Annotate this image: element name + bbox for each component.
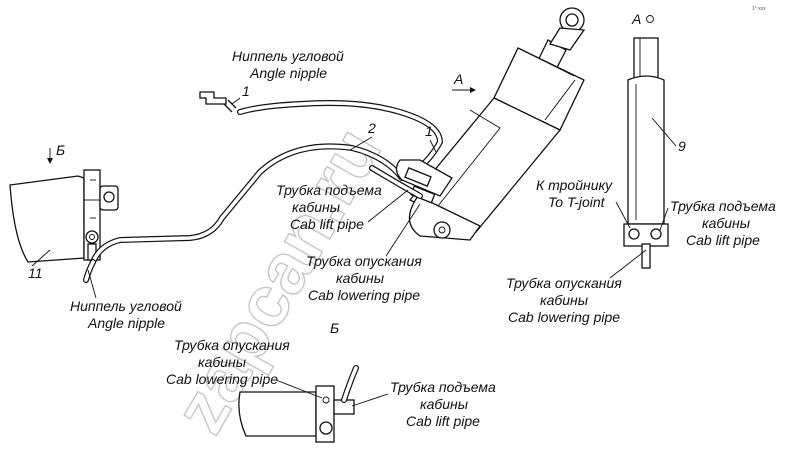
callout-nipple-top: 1 [242, 83, 250, 99]
callout-pipe: 2 [367, 120, 376, 136]
cylinder-9 [623, 37, 669, 269]
label-lowering-pipe-b-ru1: Трубка опускания [174, 337, 290, 353]
label-lowering-pipe-b-ru2: кабины [198, 354, 247, 370]
corner-mark: 1° xxx [752, 6, 766, 12]
label-lowering-pipe-main-en: Cab lowering pipe [308, 287, 420, 303]
pipe-2 [83, 143, 405, 283]
pump-detail-b [238, 365, 359, 443]
view-b-detail-label: Б [330, 320, 339, 336]
label-lowering-pipe-a-ru2: кабины [540, 292, 589, 308]
label-lift-pipe-b-ru1: Трубка подъема [390, 379, 496, 395]
label-t-joint-ru: К тройнику [536, 177, 613, 193]
label-angle-nipple-top-ru: Ниппель угловой [232, 48, 344, 64]
callout-cylinder-nipple: 1 [425, 123, 433, 139]
callout-cylinder-a: 9 [678, 138, 686, 154]
label-lift-pipe-b-en: Cab lift pipe [406, 413, 480, 429]
label-lift-pipe-main-en: Cab lift pipe [290, 216, 364, 232]
label-lift-pipe-a-en: Cab lift pipe [686, 232, 760, 248]
label-lowering-pipe-main-ru2: кабины [336, 270, 385, 286]
view-a-detail-label: A [631, 11, 641, 27]
angle-nipple-top [199, 91, 237, 113]
label-lowering-pipe-b-en: Cab lowering pipe [166, 371, 278, 387]
pipe-cylinder-lower [369, 165, 423, 199]
pump-unit [9, 169, 119, 263]
view-a-label: A [453, 71, 463, 87]
label-angle-nipple-top-en: Angle nipple [249, 65, 327, 81]
label-lift-pipe-main-ru1: Трубка подъема [276, 182, 382, 198]
callout-pump: 11 [28, 265, 43, 281]
label-angle-nipple-bottom-en: Angle nipple [87, 315, 165, 331]
label-lift-pipe-b-ru2: кабины [420, 396, 469, 412]
label-lowering-pipe-main-ru1: Трубка опускания [306, 253, 422, 269]
view-b-label: Б [56, 142, 65, 158]
label-lowering-pipe-a-en: Cab lowering pipe [508, 309, 620, 325]
label-angle-nipple-bottom-ru: Ниппель угловой [70, 298, 182, 314]
label-lift-pipe-a-ru2: кабины [702, 215, 751, 231]
label-lift-pipe-main-ru2: кабины [292, 199, 341, 215]
label-lift-pipe-a-ru1: Трубка подъема [670, 198, 776, 214]
label-lowering-pipe-a-ru1: Трубка опускания [506, 275, 622, 291]
label-t-joint-en: To T-joint [548, 194, 606, 210]
lift-cylinder [395, 7, 586, 241]
